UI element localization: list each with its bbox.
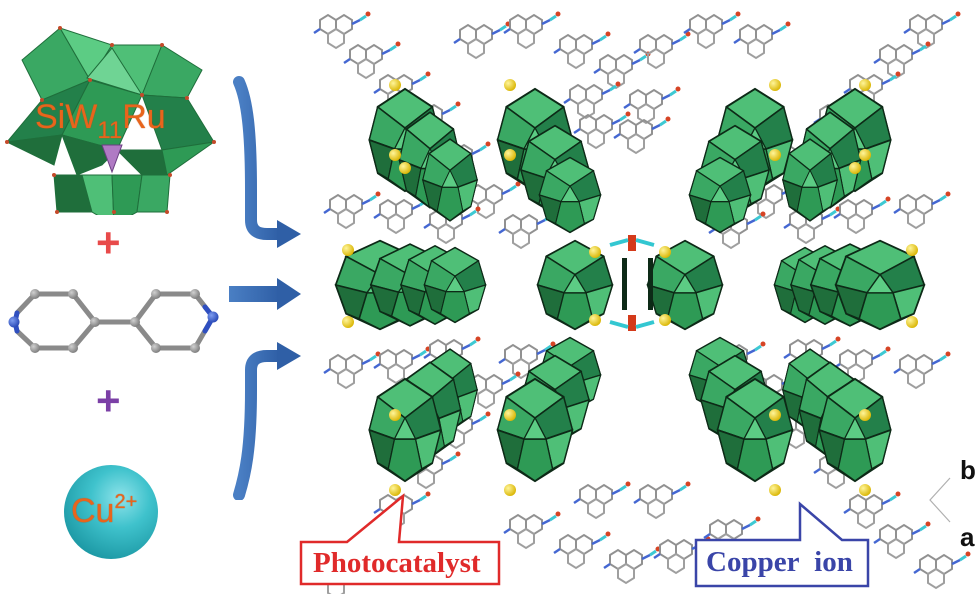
copper-ion-sphere: Cu2+ xyxy=(62,463,160,561)
copper-sphere-icon xyxy=(64,465,158,559)
nitrogen-atom-left xyxy=(8,316,20,328)
axis-label-a: a xyxy=(960,522,975,552)
copper-ion-label-text: Copper ion xyxy=(706,546,853,578)
arrow-bottom-icon xyxy=(233,342,301,500)
polyoxometalate-structure: SiW11Ru xyxy=(2,20,220,226)
cu-label-sup: 2+ xyxy=(114,491,138,513)
plus-sign-red: + xyxy=(96,219,121,266)
framework-crystal-icon xyxy=(312,10,972,599)
arrow-top-icon xyxy=(233,76,301,248)
pom-label-sub: 11 xyxy=(97,117,123,144)
reaction-arrows xyxy=(229,76,301,500)
polyoxometalate-label: SiW11Ru xyxy=(35,98,166,145)
pom-label-tail: Ru xyxy=(122,98,166,136)
plus-sign-purple: + xyxy=(96,377,121,424)
mof-framework-structure: Photocatalyst Copper ion b a xyxy=(299,0,980,599)
callout-bubble-blue-icon xyxy=(694,501,870,588)
bipyridine-molecule-icon xyxy=(8,289,219,353)
polyhedra-cluster-icon xyxy=(5,26,216,226)
callout-bubble-red-icon xyxy=(299,493,501,586)
copper-ion-label: Cu2+ xyxy=(71,491,137,531)
arrow-middle-icon xyxy=(229,278,301,310)
pom-label-main: SiW xyxy=(35,98,98,136)
bipyridine-linker xyxy=(5,285,220,360)
cu-label-main: Cu xyxy=(71,492,115,530)
photocatalyst-callout: Photocatalyst xyxy=(295,490,505,586)
copper-ion-callout: Copper ion xyxy=(692,500,872,590)
axis-indicator-lines xyxy=(929,477,951,523)
nitrogen-atom-right xyxy=(207,311,219,323)
axis-label-b: b xyxy=(960,455,976,485)
photocatalyst-label: Photocatalyst xyxy=(313,547,481,579)
